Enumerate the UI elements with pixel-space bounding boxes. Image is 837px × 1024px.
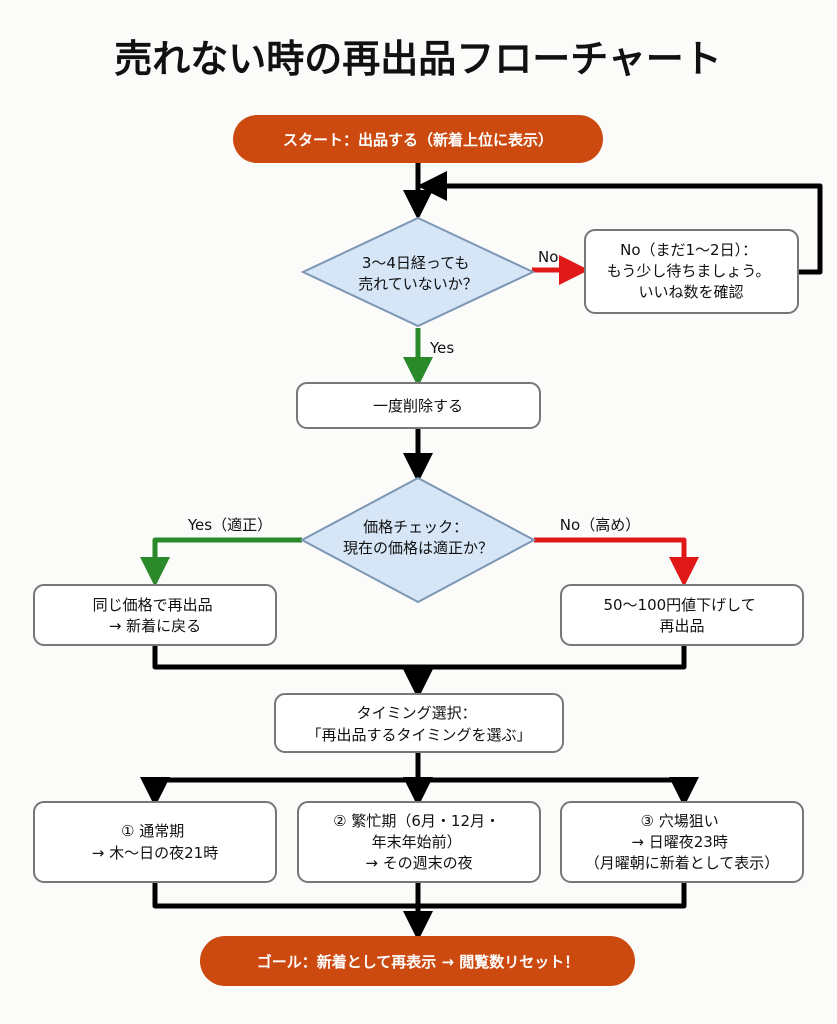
goal-label: ゴール：新着として再表示 → 閲覧数リセット！ [257, 953, 580, 971]
merge-to-timing [152, 644, 687, 670]
decision2-yes-label: Yes（適正） [187, 516, 272, 534]
wait-line: いいね数を確認 [638, 283, 743, 301]
decision1-no-label: No [538, 248, 558, 266]
svg-text:3〜4日経っても 売れていないか？: 3〜4日経っても 売れていないか？ [358, 254, 478, 293]
arrow-decision2-yes [140, 537, 302, 587]
connectors [140, 160, 823, 941]
option2-box: ② 繁忙期（6月・12月・ 年末年始前） → その週末の夜 [297, 801, 541, 883]
decision1-line: 売れていないか？ [358, 275, 478, 293]
decision2-line: 現在の価格は適正か？ [343, 539, 493, 557]
goal-node: ゴール：新着として再表示 → 閲覧数リセット！ [200, 936, 635, 986]
svg-text:② 繁忙期（6月・12月・ 年末年始前）: ② 繁忙期（6月・12月・ 年末年始前） → その週末の夜 [333, 812, 505, 872]
same-price-box: 同じ価格で再出品 → 新着に戻る [33, 584, 277, 646]
wait-line: もう少し待ちましょう。 [607, 262, 771, 280]
start-node: スタート：出品する（新着上位に表示） [233, 115, 603, 163]
arrow-loop-back [417, 171, 823, 275]
svg-text:No（まだ1〜2日）： もう少し待ちましょう。: No（まだ1〜2日）： もう少し待ちましょう。 いいね数を確認 [607, 241, 775, 301]
decision1-node: 3〜4日経っても 売れていないか？ [300, 216, 536, 328]
page-title: 売れない時の再出品フローチャート [114, 37, 722, 81]
option1-box: ① 通常期 → 木〜日の夜21時 [33, 801, 277, 883]
wait-line: No（まだ1〜2日）： [620, 241, 757, 259]
option3-box: ③ 穴場狙い → 日曜夜23時 （月曜朝に新着として表示） [560, 801, 804, 883]
svg-text:③ 穴場狙い → 日曜夜23時 （月: ③ 穴場狙い → 日曜夜23時 （月曜朝に新着として表示） [585, 812, 780, 872]
decision1-line: 3〜4日経っても [362, 254, 470, 272]
timing-box: タイミング選択： 「再出品するタイミングを選ぶ」 [274, 693, 564, 753]
svg-text:タイミング選択： 「再出品するタイミングを選ぶ」: タイミング選択： 「再出品するタイミングを選ぶ」 [306, 704, 531, 744]
delete-label: 一度削除する [373, 397, 463, 415]
wait-box: No（まだ1〜2日）： もう少し待ちましょう。 いいね数を確認 [584, 229, 799, 314]
svg-text:同じ価格で再出品 → 新着に戻る: 同じ価格で再出品 → 新着に戻る [93, 596, 218, 635]
decision2-node: 価格チェック： 現在の価格は適正か？ [299, 476, 537, 604]
svg-text:価格チェック： 現在の価格は適正か？: 価格チェック： 現在の価格は適正か？ [343, 518, 493, 557]
decision2-line: 価格チェック： [363, 518, 468, 536]
svg-text:① 通常期 → 木〜日の夜21時: ① 通常期 → 木〜日の夜21時 [92, 822, 218, 862]
svg-text:50〜100円値下げして 再出品: 50〜100円値下げして 再出品 [603, 596, 760, 635]
discount-box: 50〜100円値下げして 再出品 [560, 584, 804, 646]
arrow-decision2-no [534, 537, 699, 587]
decision1-yes-label: Yes [429, 339, 454, 357]
start-label: スタート：出品する（新着上位に表示） [283, 131, 553, 149]
delete-box: 一度削除する [296, 382, 541, 429]
decision2-no-label: No（高め） [560, 516, 640, 534]
